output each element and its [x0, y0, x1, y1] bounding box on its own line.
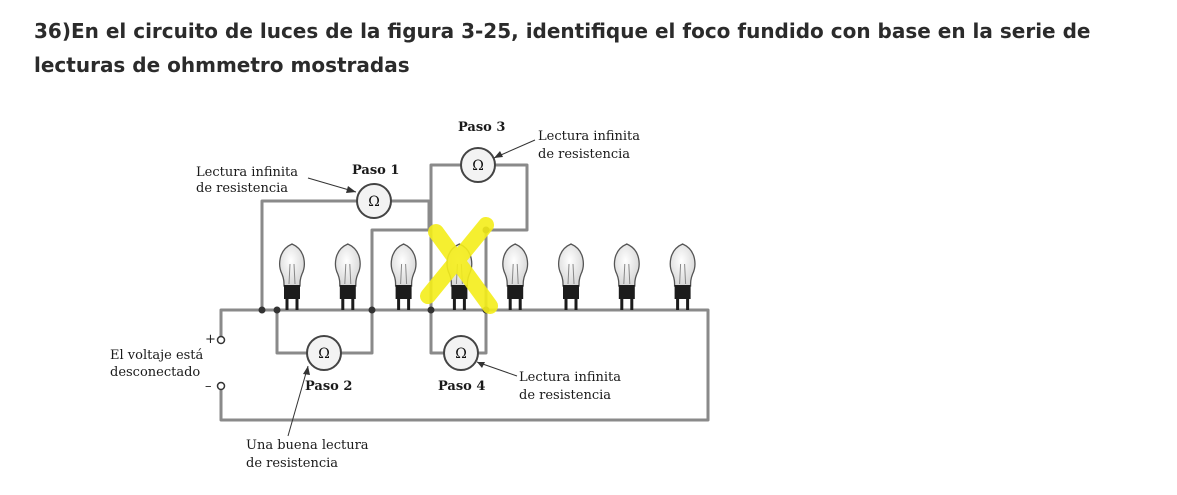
ohmmeter-step1: Ω	[356, 183, 392, 219]
step4-callout-line1: Lectura infinita	[519, 370, 621, 385]
ohmmeter-step2: Ω	[306, 335, 342, 371]
circuit-wiring	[219, 163, 710, 422]
step4-callout-line2: de resistencia	[519, 388, 611, 403]
minus-sign: –	[205, 379, 212, 394]
light-bulb	[390, 243, 417, 310]
ohmmeter-step4: Ω	[443, 335, 479, 371]
light-bulb	[279, 243, 305, 310]
step3-callout-line2: de resistencia	[538, 147, 630, 162]
step1-callout-line2: de resistencia	[196, 181, 288, 196]
step1-callout-line1: Lectura infinita	[196, 165, 298, 180]
light-bulb	[669, 243, 696, 310]
arrow-heads	[303, 151, 503, 375]
ohm-symbol: Ω	[368, 194, 380, 210]
step1-label: Paso 1	[352, 163, 399, 178]
light-bulb	[502, 243, 529, 310]
step3-label: Paso 3	[458, 120, 505, 135]
ohmmeter-step3: Ω	[460, 147, 496, 183]
step3-callout-line1: Lectura infinita	[538, 129, 640, 144]
ohm-symbol: Ω	[472, 158, 484, 174]
plus-sign: +	[205, 332, 216, 347]
light-bulb	[334, 243, 361, 310]
step2-label: Paso 2	[305, 379, 352, 394]
voltage-note-line1: El voltaje está	[110, 348, 204, 363]
step4-label: Paso 4	[438, 379, 485, 394]
voltage-note-line2: desconectado	[110, 365, 200, 380]
ohm-symbol: Ω	[318, 346, 330, 362]
burnt-bulb-highlight	[420, 217, 498, 314]
step2-callout-line2: de resistencia	[246, 456, 338, 471]
ohm-symbol: Ω	[455, 346, 467, 362]
light-bulb	[613, 243, 640, 310]
power-terminals: + –	[205, 332, 226, 394]
step2-callout-line1: Una buena lectura	[246, 438, 369, 453]
question-text: 36)En el circuito de luces de la figura …	[34, 19, 1091, 77]
light-bulb	[558, 243, 584, 310]
